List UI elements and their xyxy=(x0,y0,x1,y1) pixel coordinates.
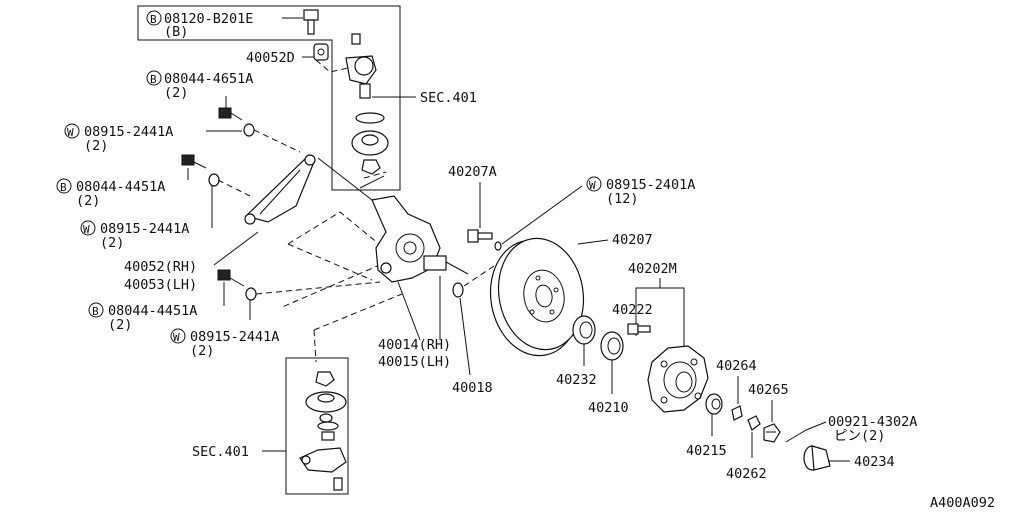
boot-mount-icon xyxy=(351,112,389,189)
pin-code[interactable]: 00921-4302A xyxy=(828,414,917,430)
washer-2-icon xyxy=(208,173,220,187)
stud-icon xyxy=(313,43,329,61)
hub-bolt-2-icon xyxy=(627,323,651,335)
bolt-badge-icon xyxy=(146,10,162,26)
badge-b-2: B xyxy=(150,73,157,86)
hub-cap-icon xyxy=(803,445,831,471)
cotter-pin-icon xyxy=(785,429,807,443)
rotor-washer-code[interactable]: 08915-2401A xyxy=(606,177,695,193)
wheel-hub-icon xyxy=(647,345,709,413)
rotor-label[interactable]: 40207 xyxy=(612,232,653,248)
nut-265-label[interactable]: 40265 xyxy=(748,382,789,398)
lower-ball-joint-icon xyxy=(299,371,347,491)
washer-2-qty: (2) xyxy=(100,235,124,251)
disc-rotor-icon xyxy=(489,237,585,357)
washer-1-icon xyxy=(243,123,255,137)
bolt-1-badge-icon xyxy=(146,70,162,86)
badge-w-4: W xyxy=(589,179,596,192)
washer-2-code[interactable]: 08915-2441A xyxy=(100,221,189,237)
knuckle-lh-label[interactable]: 40015(LH) xyxy=(378,354,451,370)
inner-bearing-icon xyxy=(600,331,624,361)
bolt-3-qty: (2) xyxy=(108,317,132,333)
bolt-3-icon xyxy=(217,269,245,287)
arm-lh-label[interactable]: 40053(LH) xyxy=(124,277,197,293)
steering-knuckle-icon xyxy=(371,195,469,283)
lock-nut-icon xyxy=(747,415,761,431)
hub-bolt-label[interactable]: 40207A xyxy=(448,164,497,180)
washer-small-label[interactable]: 40018 xyxy=(452,380,493,396)
washer-2-badge-icon xyxy=(80,220,96,236)
bolt-2-badge-icon xyxy=(56,178,72,194)
bolt-1-code[interactable]: 08044-4651A xyxy=(164,71,253,87)
washer-40018-icon xyxy=(452,282,464,298)
bolt-top-qty: (B) xyxy=(164,24,188,40)
washer-264-icon xyxy=(731,405,743,421)
castle-nut-icon xyxy=(763,423,781,443)
bearing-label[interactable]: 40210 xyxy=(588,400,629,416)
bolt-1-icon xyxy=(218,107,243,121)
bolt-1-qty: (2) xyxy=(164,85,188,101)
hub-assy-label[interactable]: 40202M xyxy=(628,261,677,277)
rotor-washer-qty: (12) xyxy=(606,191,639,207)
washer-3-icon xyxy=(245,287,257,301)
washer-1-qty: (2) xyxy=(84,138,108,154)
bearing-outer-label[interactable]: 40215 xyxy=(686,443,727,459)
bolt-2-icon xyxy=(181,154,207,169)
badge-b-4: B xyxy=(92,305,99,318)
diagram-code: A400A092 xyxy=(930,495,995,511)
badge-w-2: W xyxy=(83,223,90,236)
badge-b-1: B xyxy=(150,13,157,26)
hub-bolt-icon xyxy=(467,229,493,243)
bolt-2-qty: (2) xyxy=(76,193,100,209)
grease-seal-icon xyxy=(572,315,596,345)
cap-label[interactable]: 40234 xyxy=(854,454,895,470)
transverse-link-icon xyxy=(244,154,316,225)
knuckle-rh-label[interactable]: 40014(RH) xyxy=(378,337,451,353)
badge-w-3: W xyxy=(173,331,180,344)
outer-bearing-icon xyxy=(705,393,723,415)
pin-desc: ピン(2) xyxy=(834,428,885,444)
bolt-top-icon xyxy=(303,9,319,35)
washer-3-badge-icon xyxy=(170,328,186,344)
washer-3-code[interactable]: 08915-2441A xyxy=(190,329,279,345)
bolt-top-code[interactable]: 08120-B201E xyxy=(164,11,253,27)
seal-label[interactable]: 40232 xyxy=(556,372,597,388)
tie-rod-stud-label[interactable]: 40052D xyxy=(246,50,295,66)
washer-1-code[interactable]: 08915-2441A xyxy=(84,124,173,140)
lock-nut-label[interactable]: 40262 xyxy=(726,466,767,482)
bottom-callout-box xyxy=(285,357,349,495)
sec-401-bottom[interactable]: SEC.401 xyxy=(192,444,249,460)
bolt-3-code[interactable]: 08044-4451A xyxy=(108,303,197,319)
bolt-2-code[interactable]: 08044-4451A xyxy=(76,179,165,195)
bolt-3-badge-icon xyxy=(88,302,104,318)
washer-1-badge-icon xyxy=(64,123,80,139)
rotor-washer-badge-icon xyxy=(586,176,602,192)
sec-401-top[interactable]: SEC.401 xyxy=(420,90,477,106)
arm-rh-label[interactable]: 40052(RH) xyxy=(124,259,197,275)
upper-ball-joint-icon xyxy=(345,33,377,99)
rotor-washer-icon xyxy=(494,241,502,251)
hub-bolt-2-label[interactable]: 40222 xyxy=(612,302,653,318)
badge-b-3: B xyxy=(60,181,67,194)
top-callout-box xyxy=(137,5,401,191)
washer-3-qty: (2) xyxy=(190,343,214,359)
badge-w-1: W xyxy=(67,126,74,139)
washer-264-label[interactable]: 40264 xyxy=(716,358,757,374)
